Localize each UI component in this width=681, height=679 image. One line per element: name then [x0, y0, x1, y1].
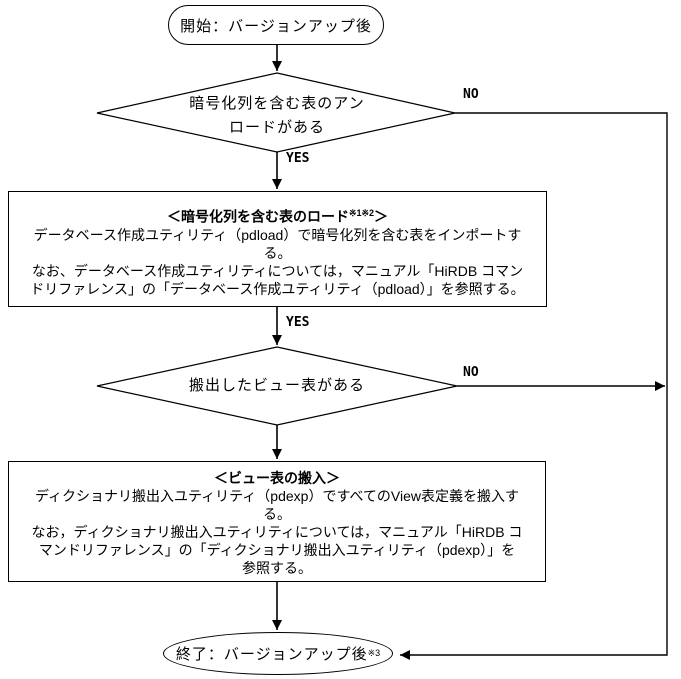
process1-title-note-ref: ※1※2	[348, 208, 375, 218]
process2-line: なお，ディクショナリ搬出入ユティリティについては，マニュアル「HiRDB コ	[31, 524, 523, 540]
process2-title: ＜ビュー表の搬入＞	[214, 470, 340, 486]
no-label-decision2: NO	[463, 365, 479, 380]
process1-line: ドリファレンス」の「データベース作成ユティリティ（pdload）」を参照する。	[30, 280, 525, 297]
end-label: 終了：バージョンアップ後	[175, 646, 368, 663]
process1-title: ＜暗号化列を含む表のロード※1※2＞	[9, 204, 546, 226]
process2-box: ＜ビュー表の搬入＞ ディクショナリ搬出入ユティリティ（pdexp）ですべてのVi…	[8, 461, 546, 582]
process2-line: マンドリファレンス」の「ディクショナリ搬出入ユティリティ（pdexp）」を	[38, 542, 516, 558]
decision2-label: 搬出したビュー表がある	[97, 374, 457, 398]
end-note-ref: ※3	[367, 648, 381, 658]
process1-line: る。	[263, 244, 292, 261]
decision2-label-line: 搬出したビュー表がある	[188, 377, 365, 394]
end-terminator: 終了：バージョンアップ後※3	[163, 632, 393, 675]
process1-box: ＜暗号化列を含む表のロード※1※2＞ データベース作成ユティリティ（pdload…	[8, 191, 547, 307]
process2-line: ディクショナリ搬出入ユティリティ（pdexp）ですべてのView表定義を搬入す	[34, 488, 520, 504]
no-bypass-line-decision1-to-end	[400, 112, 668, 660]
process1-title-text: ＜暗号化列を含む表のロード	[166, 208, 349, 225]
decision1-label-line2: ロードがある	[228, 119, 325, 136]
yes-label-process1: YES	[286, 315, 310, 330]
start-terminator: 開始：バージョンアップ後	[168, 5, 384, 45]
yes-label-decision1: YES	[286, 151, 310, 166]
start-label: 開始：バージョンアップ後	[180, 17, 372, 35]
process1-line: なお、データベース作成ユティリティについては，マニュアル「HiRDB コマン	[31, 262, 524, 279]
process1-title-close: ＞	[374, 208, 389, 225]
process2-line: 参照する。	[242, 560, 312, 576]
decision1-label: 暗号化列を含む表のアン ロードがある	[97, 92, 457, 140]
no-label-decision1: NO	[463, 87, 479, 102]
decision1-label-line1: 暗号化列を含む表のアン	[189, 95, 365, 112]
process2-line: る。	[263, 506, 291, 522]
process1-line: データベース作成ユティリティ（pdload）で暗号化列を含む表をインポートす	[33, 226, 522, 243]
